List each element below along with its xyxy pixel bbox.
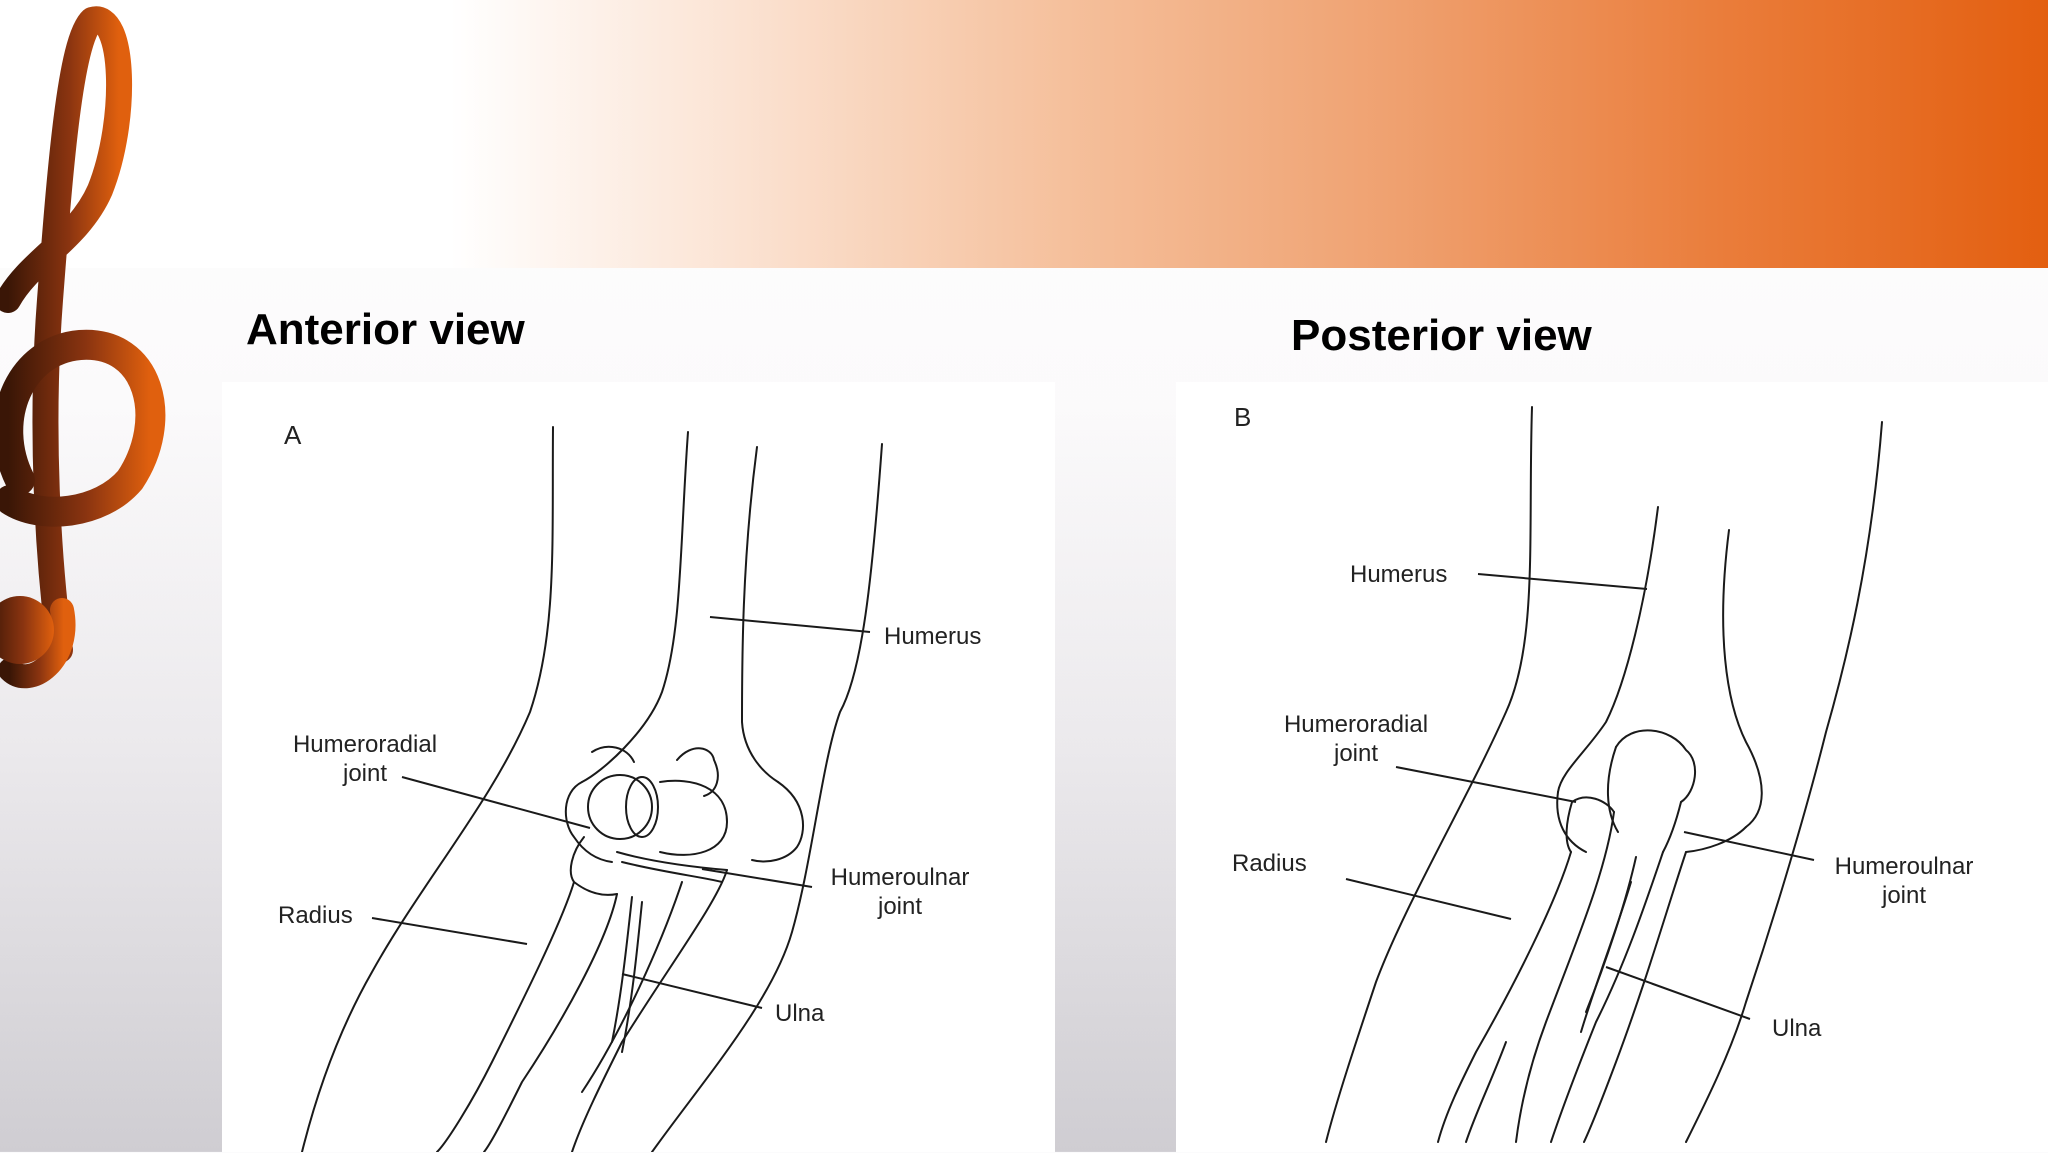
anterior-radius-label: Radius [278, 902, 353, 929]
anterior-humeroulnar-label-1: Humeroulnar [831, 864, 970, 891]
anterior-humerus-label: Humerus [884, 623, 981, 650]
posterior-radius-leader [1345, 878, 1512, 920]
posterior-arm-outline-right [1685, 421, 1883, 1143]
header-gradient-band [0, 0, 2048, 268]
anterior-elbow-drawing: A Humerus Humeroradial joint Radius Hume… [278, 420, 981, 1153]
anterior-humerus-right [741, 446, 779, 783]
anterior-ulna-label: Ulna [775, 1000, 825, 1027]
posterior-diagram-panel: B Humerus Humeroradial joint Radius Hume… [1176, 382, 2048, 1152]
posterior-humeroulnar-label-2: joint [1881, 882, 1926, 909]
posterior-panel-letter: B [1234, 402, 1251, 432]
anterior-ulna-leader [621, 973, 763, 1009]
posterior-humeroradial-label-1: Humeroradial [1284, 711, 1428, 738]
anterior-view-title: Anterior view [246, 305, 525, 354]
posterior-humeroulnar-leader [1683, 831, 1815, 861]
anterior-diagram-panel: A Humerus Humeroradial joint Radius Hume… [222, 382, 1055, 1153]
anterior-arm-outline-right [651, 443, 883, 1153]
anterior-panel-letter: A [284, 420, 302, 450]
posterior-ulna-label: Ulna [1772, 1015, 1822, 1042]
posterior-humeroradial-leader [1395, 766, 1577, 803]
anterior-humeroradial-leader [401, 776, 591, 829]
anterior-radius-leader [371, 917, 528, 945]
anterior-humeroulnar-label-2: joint [877, 893, 922, 920]
anterior-humeroulnar-leader [701, 868, 813, 888]
posterior-view-title: Posterior view [1291, 311, 1592, 360]
posterior-humerus-leader [1477, 573, 1648, 590]
posterior-elbow-drawing: B Humerus Humeroradial joint Radius Hume… [1232, 402, 1974, 1143]
treble-clef-icon [0, 6, 166, 689]
anterior-humerus-left [581, 431, 689, 783]
anterior-humerus-leader [709, 616, 871, 633]
posterior-humeroradial-label-2: joint [1333, 740, 1378, 767]
posterior-radius-label: Radius [1232, 850, 1307, 877]
posterior-humeroulnar-label-1: Humeroulnar [1835, 853, 1974, 880]
anterior-humeroradial-label-1: Humeroradial [293, 731, 437, 758]
anterior-arm-outline-left [301, 426, 554, 1153]
posterior-humerus-label: Humerus [1350, 561, 1447, 588]
posterior-arm-outline-left [1325, 406, 1533, 1143]
anterior-humeroradial-label-2: joint [342, 760, 387, 787]
posterior-ulna-leader [1605, 966, 1751, 1020]
